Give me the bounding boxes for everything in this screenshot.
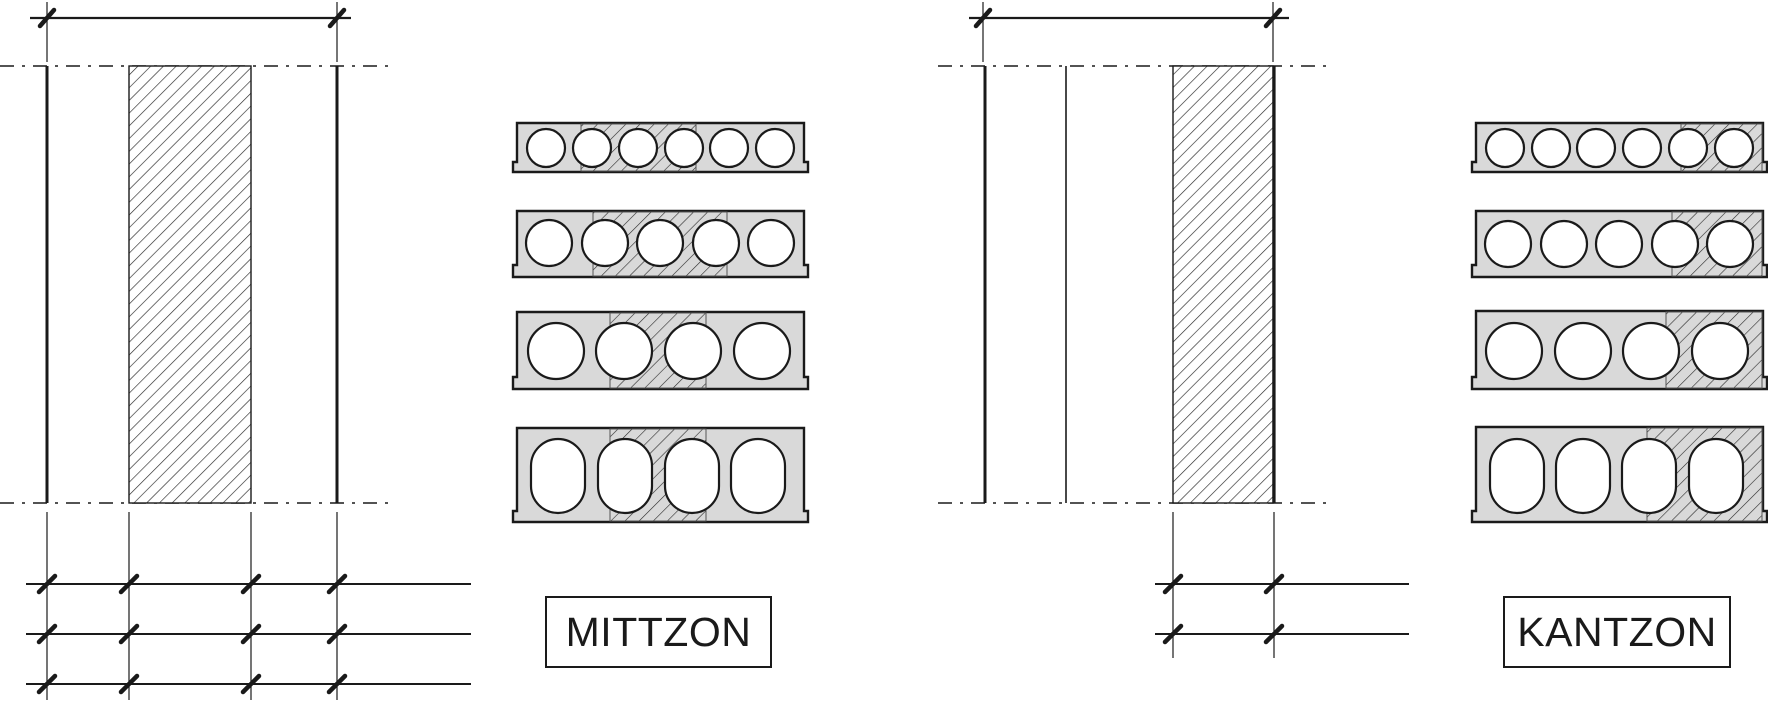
top-dimension-line (30, 2, 351, 62)
edge-zone-label: KANTZON (1503, 596, 1731, 668)
slab-section-4-oval-holes (511, 426, 810, 524)
edge-zone-slab-sections (1470, 121, 1768, 524)
edge-zone-plan (938, 2, 1409, 658)
slab-section-6-holes (1470, 121, 1768, 174)
bottom-dimension-chain (1155, 512, 1409, 658)
middle-zone-plan (0, 2, 471, 700)
slab-section-4-holes (1470, 309, 1768, 391)
slab-section-4-oval-holes (1470, 425, 1768, 524)
support-lines (45, 66, 339, 503)
slab-section-6-holes (511, 121, 810, 174)
slab-section-4-holes (511, 310, 810, 391)
middle-zone-label: MITTZON (545, 596, 772, 668)
slab-section-5-holes (511, 209, 810, 279)
bottom-dimension-chain (26, 512, 471, 700)
slab-section-5-holes (1470, 209, 1768, 279)
middle-zone-slab-sections (511, 121, 810, 524)
support-lines (983, 66, 1276, 503)
load-distribution-strip (128, 65, 252, 504)
top-dimension-line (969, 2, 1289, 62)
load-distribution-strip (1172, 65, 1274, 504)
